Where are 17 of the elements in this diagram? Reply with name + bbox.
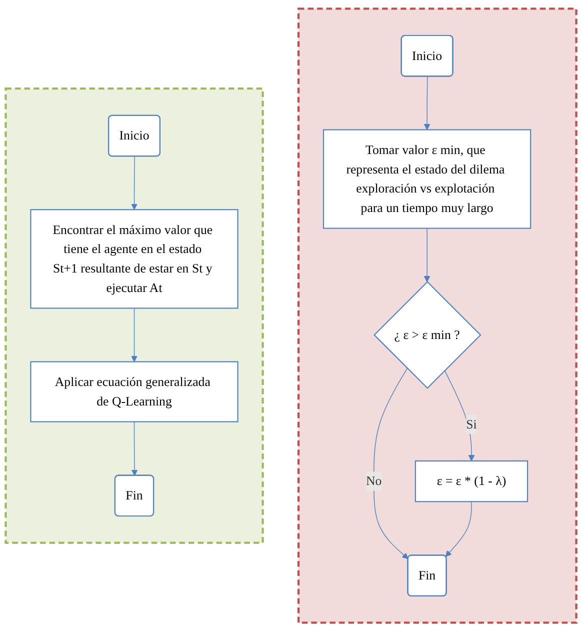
node-box: Aplicar ecuación generalizada de Q-Learning <box>30 362 238 423</box>
arrow <box>131 156 138 210</box>
node-box: Encontrar el máximo valor que tiene el agente en el estado St+1 resultante de estar en St y ejecutar At <box>30 209 238 310</box>
arrow <box>444 370 475 462</box>
edge-label: No <box>366 474 382 488</box>
arrow <box>424 76 430 130</box>
arrow <box>131 308 138 362</box>
arrow <box>373 368 408 560</box>
node-box: Tomar valor ε min, que representa el estado del dilema exploración vs explotación para un tiempo muy largo <box>322 130 532 230</box>
arrow <box>445 502 472 558</box>
node-box: ε = ε * (1 - λ) <box>414 460 528 502</box>
arrow <box>131 422 138 476</box>
node-diamond: ¿ ε > ε min ? <box>374 281 482 390</box>
cluster <box>297 8 578 624</box>
cluster <box>4 88 264 544</box>
edge-label: Si <box>466 417 477 432</box>
arrow <box>424 228 430 282</box>
